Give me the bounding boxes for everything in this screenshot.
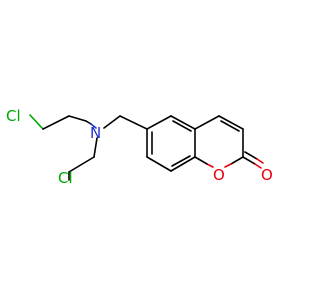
structure-canvas: Cl N Cl O O (6, 107, 273, 187)
bond-n-benzyl (103, 115, 121, 129)
atom-cl-top: Cl (6, 107, 21, 125)
bond-c-c-top (42, 115, 70, 130)
bond-carbonyl-a-o (254, 163, 262, 169)
bond-pyr-2-double (220, 120, 240, 132)
atom-ring-oxygen: O (213, 166, 225, 184)
bond-pyr-5 (194, 156, 208, 165)
bond-carbonyl-b (244, 151, 258, 160)
bond-carbonyl-b-o (256, 158, 264, 164)
bond-pyr-4-o (224, 163, 232, 168)
bond-ring-1 (146, 115, 172, 130)
bond-ring-5 (146, 156, 172, 172)
bond-pyr-5-o (206, 163, 214, 168)
atom-cl-bottom: Cl (58, 169, 73, 187)
bond-ring-inner-2 (171, 155, 191, 167)
bond-n-ch2-top-colored (90, 123, 97, 129)
bond-pyr-1 (194, 115, 220, 130)
bond-carbonyl-a (242, 156, 256, 165)
bond-ring-4 (170, 156, 196, 172)
bond-pyr-2 (218, 115, 244, 130)
bond-cl-top-c (29, 114, 44, 130)
bond-ch2-ring (119, 115, 148, 130)
bonds (29, 114, 264, 181)
bond-c-c-bottom (68, 156, 95, 173)
bond-ring-inner-1 (172, 120, 192, 132)
bond-ring-2 (170, 115, 196, 130)
bond-n-ch2-bottom (93, 137, 98, 158)
atom-labels: Cl N Cl O O (6, 107, 273, 187)
atom-nitrogen: N (90, 124, 101, 142)
bond-pyr-4 (230, 156, 244, 165)
bond-c-n-top (68, 115, 87, 122)
atom-carbonyl-oxygen: O (261, 166, 273, 184)
bond-n-ch2-top (85, 120, 92, 125)
molecule-structure: Cl N Cl O O (6, 107, 273, 187)
